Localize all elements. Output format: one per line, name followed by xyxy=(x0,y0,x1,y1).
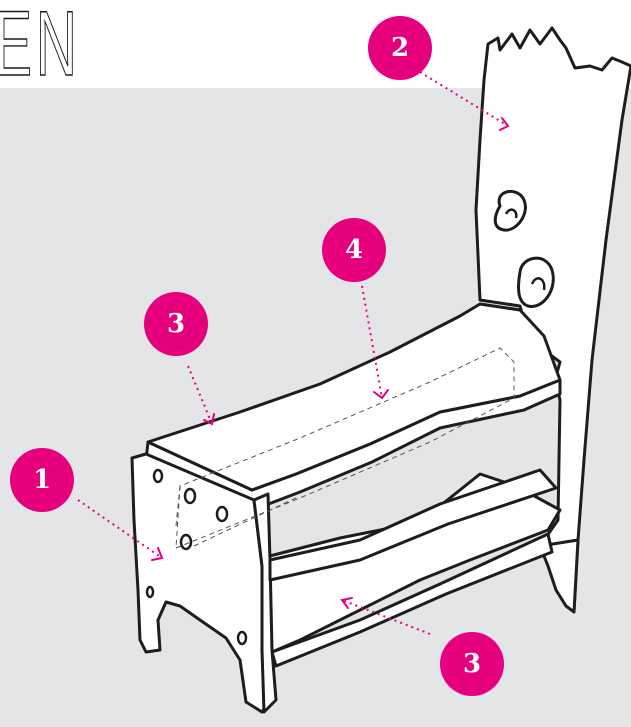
peg-hole xyxy=(145,585,155,599)
leader-3a xyxy=(187,365,213,425)
leader-1 xyxy=(77,499,163,559)
shelf-rail xyxy=(270,532,554,668)
peg-hole xyxy=(152,468,164,484)
callout-2: 2 xyxy=(368,16,432,80)
callout-1: 1 xyxy=(10,448,74,512)
callout-3-shelf: 3 xyxy=(440,632,504,696)
peg-hole xyxy=(179,533,193,551)
seat-top xyxy=(146,302,562,492)
callout-4: 4 xyxy=(322,218,386,282)
backrest-hole-lower xyxy=(516,256,555,308)
front-right-panel xyxy=(252,492,278,714)
peg-hole xyxy=(236,630,248,646)
page-heading: EN xyxy=(0,0,81,96)
callout-3-seat: 3 xyxy=(144,292,208,356)
leader-3b xyxy=(341,599,431,635)
mid-rail xyxy=(268,468,558,582)
peg-hole xyxy=(183,487,197,505)
back-leg xyxy=(538,538,580,614)
peg-hole xyxy=(215,505,229,523)
leader-4 xyxy=(361,285,383,399)
